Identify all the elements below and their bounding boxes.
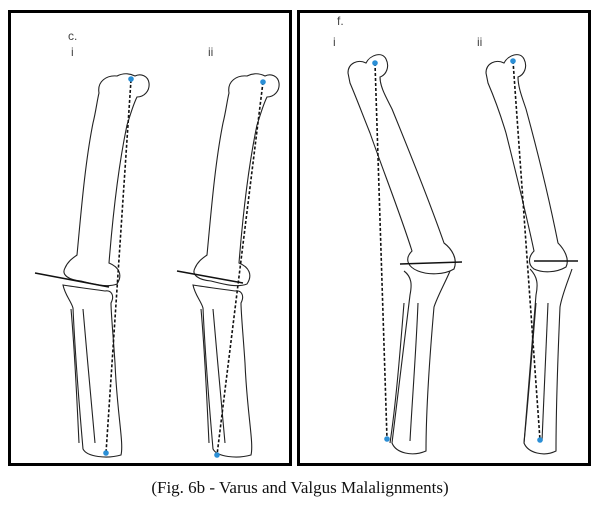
femur-c-i xyxy=(63,73,150,287)
sublabel-c-ii: ii xyxy=(208,45,214,59)
leg-c-i xyxy=(34,73,150,458)
sublabel-c-i: i xyxy=(71,45,74,59)
landmark-ankle-f-ii xyxy=(537,437,543,443)
leg-c-ii xyxy=(176,73,280,458)
landmark-ankle-f-i xyxy=(384,436,390,442)
sublabel-f-ii: ii xyxy=(477,35,483,49)
mechanical-axis-f-ii xyxy=(512,60,541,441)
figure-caption: (Fig. 6b - Varus and Valgus Malalignment… xyxy=(151,478,449,497)
femur-c-ii xyxy=(193,73,280,287)
panel-label-c: c. xyxy=(68,29,78,43)
femur-f-ii xyxy=(485,54,568,273)
mechanical-axis-c-i xyxy=(105,79,132,454)
landmark-ankle-c-ii xyxy=(214,452,220,458)
femur-f-i xyxy=(347,54,456,275)
knee-line-c-ii xyxy=(176,270,244,284)
tibia-f-ii xyxy=(523,268,573,455)
panel-label-f: f. xyxy=(337,14,344,28)
leg-f-i xyxy=(347,54,463,455)
landmark-femoral-head-c-ii xyxy=(260,79,266,85)
sublabel-f-i: i xyxy=(333,35,336,49)
knee-line-c-i xyxy=(34,272,110,288)
leg-f-ii xyxy=(485,54,578,455)
landmark-femoral-head-f-i xyxy=(372,60,378,66)
fibula-c-i xyxy=(70,308,80,444)
panel-c: c. i ii xyxy=(8,10,292,466)
landmark-femoral-head-f-ii xyxy=(510,58,516,64)
panel-f: f. i ii xyxy=(297,10,591,466)
tibia-f-i xyxy=(391,270,451,455)
mechanical-axis-f-i xyxy=(374,62,388,440)
tibia-c-i xyxy=(62,284,123,458)
landmark-femoral-head-c-i xyxy=(128,76,134,82)
knee-line-f-i xyxy=(399,261,463,265)
tibia-c-ii xyxy=(192,284,253,458)
mechanical-axis-c-ii xyxy=(216,81,264,456)
landmark-ankle-c-i xyxy=(103,450,109,456)
